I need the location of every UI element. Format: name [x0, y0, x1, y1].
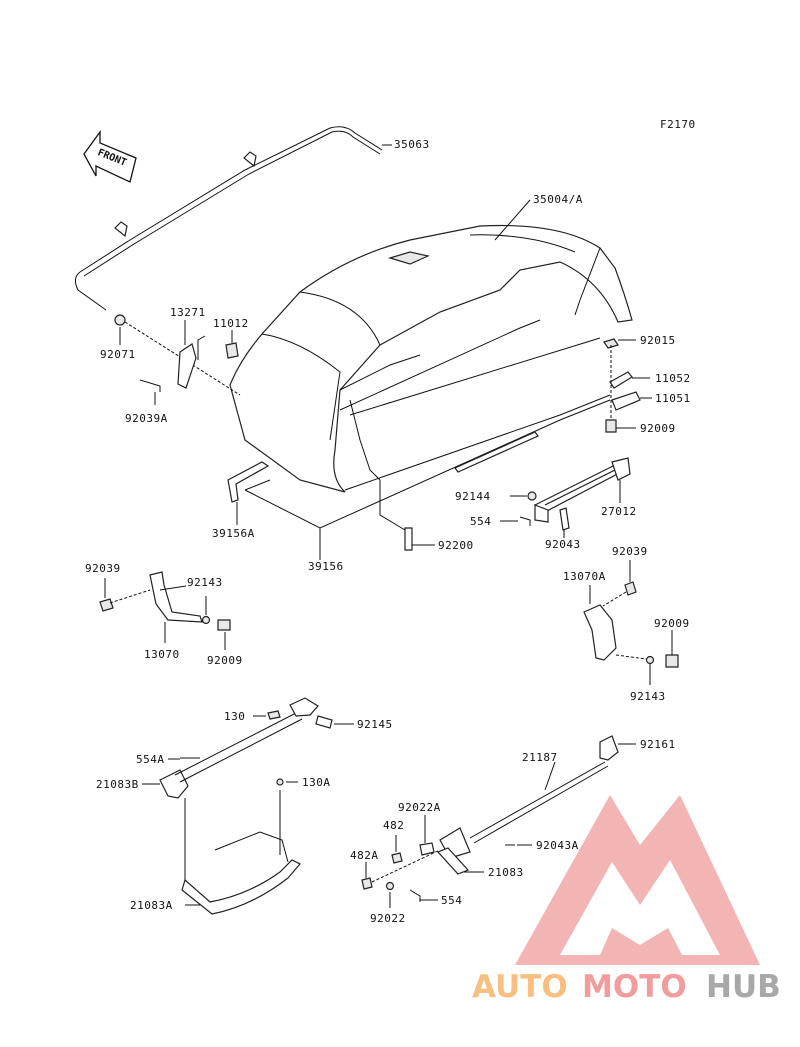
bolt-92009-top — [605, 419, 617, 433]
damper-27012 — [533, 457, 631, 523]
logo-text-hub: HUB — [706, 969, 781, 1005]
screw-130 — [267, 710, 281, 720]
leader-13271-b — [197, 335, 206, 360]
automotohub-logo: AUTO MOTO HUB — [472, 795, 781, 1005]
bolt-92145 — [315, 715, 333, 729]
label-92200: 92200 — [438, 539, 474, 552]
label-21083B: 21083B — [96, 778, 139, 791]
label-27012: 27012 — [601, 505, 637, 518]
bolt-92039-right — [624, 581, 637, 596]
label-13271: 13271 — [170, 306, 206, 319]
label-482A: 482A — [350, 849, 379, 862]
pin-554 — [519, 516, 531, 526]
bracket-13070 — [149, 571, 203, 623]
assembly-92039-left — [109, 589, 151, 604]
washer-92022A — [419, 842, 435, 856]
bolt-92009-right — [665, 654, 679, 668]
clip-92200 — [404, 527, 413, 551]
cable-21187 — [439, 735, 619, 859]
washer-92144 — [527, 491, 537, 501]
assembly-right — [615, 654, 647, 660]
label-92143-left: 92143 — [187, 576, 223, 589]
washer-92022 — [385, 881, 395, 891]
pin-92039A — [139, 379, 161, 392]
pin-554-right — [409, 889, 421, 902]
leader-21187 — [544, 761, 556, 791]
washer-92071 — [114, 314, 126, 326]
logo-text-auto: AUTO — [472, 969, 568, 1005]
label-92145: 92145 — [357, 718, 393, 731]
seal-39156A — [227, 461, 270, 503]
leader-92143-left-b — [159, 585, 187, 591]
bolt-92039-left — [99, 598, 114, 612]
nut-482A — [361, 877, 373, 890]
assembly-lock — [371, 849, 441, 883]
lock-assembly-21083B — [159, 697, 319, 799]
label-11052: 11052 — [655, 372, 691, 385]
label-21187: 21187 — [522, 751, 558, 764]
striker-21083A — [181, 790, 301, 915]
label-13070A: 13070A — [563, 570, 606, 583]
label-92022: 92022 — [370, 912, 406, 925]
label-92009-top: 92009 — [640, 422, 676, 435]
label-92015: 92015 — [640, 334, 676, 347]
label-92043A: 92043A — [536, 839, 579, 852]
nut-92015 — [603, 338, 619, 349]
clip-92043 — [559, 507, 570, 531]
cover-35004A — [229, 224, 633, 493]
label-92009-right: 92009 — [654, 617, 690, 630]
logo-text-moto: MOTO — [582, 969, 687, 1005]
latch-21083 — [436, 847, 470, 875]
label-130: 130 — [224, 710, 245, 723]
washer-92143-left — [201, 615, 211, 625]
label-92009-left: 92009 — [207, 654, 243, 667]
figure-code: F2170 — [660, 118, 696, 131]
screw-130A — [276, 778, 284, 786]
leader-35004A — [494, 199, 531, 241]
strip-seal — [454, 431, 539, 473]
label-482: 482 — [383, 819, 404, 832]
label-130A: 130A — [302, 776, 331, 789]
label-35004A: 35004/A — [533, 193, 583, 206]
front-arrow-icon: FRONT — [83, 130, 137, 183]
plate-11052 — [609, 371, 633, 389]
support-stay-35063 — [74, 126, 383, 311]
leader-92200-a — [379, 480, 406, 531]
label-11012: 11012 — [213, 317, 249, 330]
label-92043: 92043 — [545, 538, 581, 551]
label-92022A: 92022A — [398, 801, 441, 814]
label-21083: 21083 — [488, 866, 524, 879]
label-554A: 554A — [136, 753, 165, 766]
label-35063: 35063 — [394, 138, 430, 151]
label-92039-right: 92039 — [612, 545, 648, 558]
label-21083A: 21083A — [130, 899, 173, 912]
label-92039-left: 92039 — [85, 562, 121, 575]
assembly-line-left — [124, 321, 241, 396]
label-92071: 92071 — [100, 348, 136, 361]
label-11051: 11051 — [655, 392, 691, 405]
assembly-92039-right — [602, 591, 627, 607]
label-554: 554 — [470, 515, 491, 528]
bolt-92009-left — [217, 619, 231, 631]
liner-39156 — [244, 399, 611, 529]
label-13070: 13070 — [144, 648, 180, 661]
label-554-right: 554 — [441, 894, 462, 907]
bracket-13070A — [583, 604, 617, 661]
label-92144: 92144 — [455, 490, 491, 503]
bolt-11012 — [225, 342, 239, 359]
label-92161: 92161 — [640, 738, 676, 751]
label-39156: 39156 — [308, 560, 344, 573]
label-92143-right: 92143 — [630, 690, 666, 703]
label-92039A: 92039A — [125, 412, 168, 425]
plate-11051 — [611, 391, 641, 411]
label-39156A: 39156A — [212, 527, 255, 540]
washer-92143-right — [645, 655, 655, 665]
nut-482 — [391, 852, 403, 864]
stay-13271 — [177, 343, 197, 389]
